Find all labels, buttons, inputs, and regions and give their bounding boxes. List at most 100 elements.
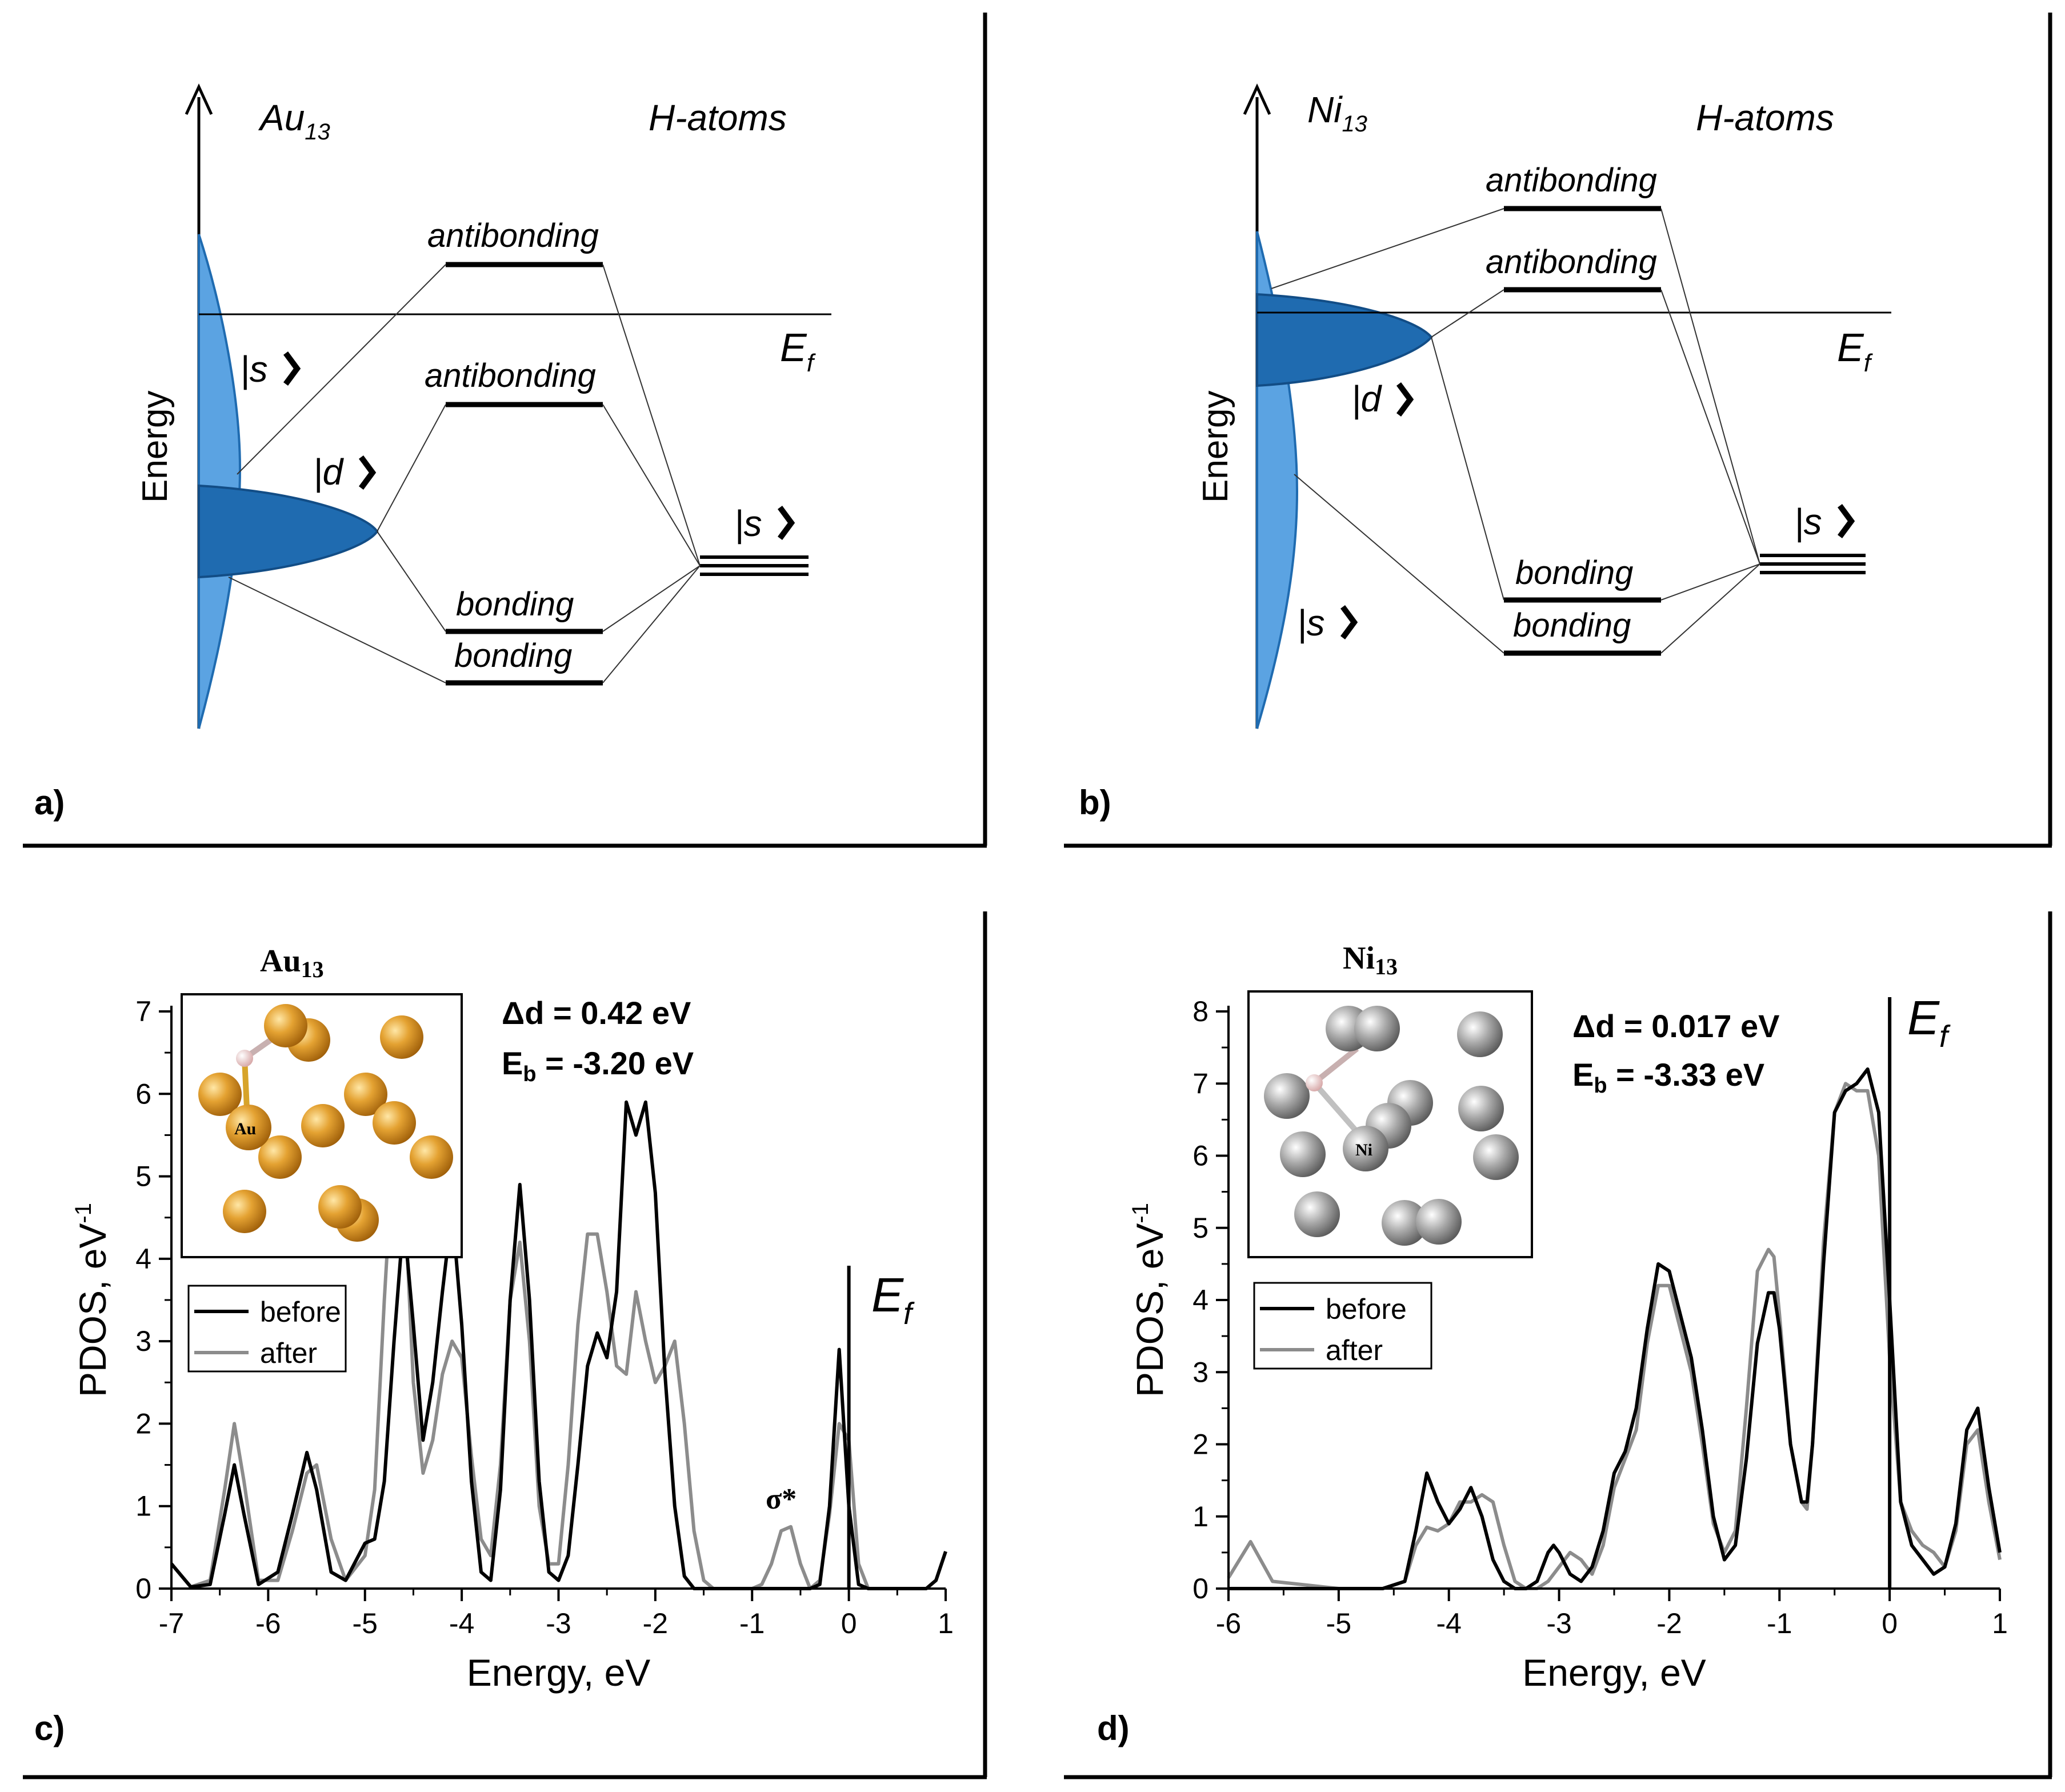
legend-label-after: after (260, 1337, 317, 1369)
panel-a-level-label-2: antibonding (425, 357, 596, 394)
y-tick-label: 0 (1192, 1573, 1208, 1605)
panel-a-s-band (198, 234, 242, 729)
x-tick-label: -2 (643, 1607, 668, 1639)
legend-box (1253, 1282, 1432, 1370)
panel-a-energy-label: Energy (135, 391, 175, 503)
panel-c-atom-label: Au (234, 1119, 256, 1138)
y-tick-label: 7 (1192, 1067, 1208, 1099)
panel-b-level-label-3: bonding (1515, 554, 1633, 591)
y-tick-label: 4 (135, 1243, 151, 1275)
y-tick-label: 5 (135, 1161, 151, 1193)
panel-c-ef-label: Ef (871, 1268, 915, 1331)
y-tick-label: 3 (135, 1325, 151, 1357)
panel-b-correlation-lines (1271, 208, 1760, 654)
panel-a-d-ket: |d (313, 451, 345, 493)
panel-b-h-ket-bracket (1837, 504, 1855, 538)
y-tick-label: 2 (1192, 1429, 1208, 1461)
panel-b-label: b) (1079, 783, 1111, 822)
x-tick-label: -3 (1546, 1607, 1571, 1639)
legend-box (187, 1285, 347, 1373)
y-axis-label: PDOS, eV-1 (1128, 1203, 1171, 1397)
x-axis-label: Energy, eV (467, 1651, 651, 1694)
x-axis-label: Energy, eV (1522, 1651, 1706, 1694)
panel-b-s-ket-bracket (1340, 605, 1358, 639)
y-tick-label: 0 (135, 1573, 151, 1605)
y-axis-label: PDOS, eV-1 (71, 1203, 114, 1397)
panel-a-s-ket: |s (240, 349, 268, 390)
panel-d-label: d) (1097, 1709, 1130, 1747)
panel-d-inset-atoms: Ni (1264, 1006, 1519, 1246)
x-tick-label: -6 (255, 1607, 281, 1639)
y-tick-label: 7 (135, 995, 151, 1027)
y-tick-label: 4 (1192, 1284, 1208, 1316)
panel-a-d-ket-bracket (358, 455, 377, 490)
x-tick-label: -1 (739, 1607, 765, 1639)
panel-d-cluster-label: Ni13 (1343, 941, 1398, 979)
panel-a-label: a) (34, 783, 65, 822)
y-tick-label: 5 (1192, 1212, 1208, 1244)
panel-c-cluster-label: Au13 (260, 943, 324, 982)
panel-b-d-band (1256, 293, 1433, 387)
panel-a-energy-arrow (185, 83, 213, 115)
panel-a-level-label-1: antibonding (427, 217, 599, 254)
panel-d-ef-label: Ef (1907, 991, 1951, 1054)
x-tick-label: -5 (353, 1607, 378, 1639)
x-tick-label: 0 (841, 1607, 857, 1639)
series-line-before (1228, 1067, 2002, 1590)
x-tick-label: 0 (1882, 1607, 1898, 1639)
panel-c-delta-d: Δd = 0.42 eV (502, 995, 691, 1031)
x-tick-label: 1 (1992, 1607, 2008, 1639)
x-tick-label: -4 (449, 1607, 474, 1639)
panel-a-cluster-label: Au13 (258, 97, 330, 145)
legend-label-before: before (260, 1296, 341, 1328)
y-tick-label: 6 (135, 1078, 151, 1110)
panel-b: Ni13 H-atoms Energy Ef antibonding antib… (1064, 13, 2052, 848)
panel-b-h-atoms-label: H-atoms (1696, 97, 1834, 138)
panel-a-ef-label: Ef (780, 325, 817, 377)
y-tick-label: 1 (135, 1490, 151, 1522)
panel-a-level-label-4: bonding (454, 637, 572, 674)
y-tick-label: 3 (1192, 1356, 1208, 1388)
panel-a-correlation-lines (228, 264, 701, 683)
panel-c-inset-atoms: Au (198, 1004, 453, 1242)
panel-b-h-ket: |s (1794, 501, 1822, 543)
y-tick-label: 8 (1192, 995, 1208, 1027)
x-tick-label: -1 (1767, 1607, 1792, 1639)
x-tick-label: -4 (1436, 1607, 1461, 1639)
panel-a-level-label-3: bonding (456, 586, 574, 623)
panel-b-d-ket-bracket (1396, 382, 1414, 417)
legend-label-after: after (1326, 1334, 1383, 1366)
panel-b-d-ket: |d (1351, 378, 1383, 420)
panel-b-level-label-4: bonding (1513, 607, 1631, 644)
panel-b-cluster-label: Ni13 (1307, 89, 1367, 137)
panel-a-h-atoms-label: H-atoms (649, 97, 787, 138)
x-tick-label: -7 (159, 1607, 184, 1639)
legend-label-before: before (1326, 1293, 1407, 1325)
panel-d-eb: Eb = -3.33 eV (1572, 1057, 1764, 1098)
panel-a-h-ket-bracket (777, 506, 795, 540)
series-line-before (170, 1100, 947, 1590)
y-tick-label: 6 (1192, 1140, 1208, 1172)
panel-a-s-ket-bracket (283, 351, 301, 386)
x-tick-label: 1 (938, 1607, 954, 1639)
panel-d-delta-d: Δd = 0.017 eV (1572, 1008, 1779, 1044)
y-tick-label: 1 (1192, 1501, 1208, 1533)
x-tick-label: -3 (546, 1607, 571, 1639)
panel-b-ef-label: Ef (1837, 325, 1874, 377)
panel-d-atom-label: Ni (1355, 1141, 1372, 1159)
panel-a-h-ket: |s (734, 503, 762, 545)
panel-b-energy-arrow (1243, 83, 1271, 115)
x-tick-label: -2 (1656, 1607, 1682, 1639)
panel-a: Au13 H-atoms Energy Ef antibonding antib… (23, 13, 987, 848)
panel-b-energy-label: Energy (1196, 391, 1235, 503)
panel-b-level-label-1: antibonding (1486, 162, 1657, 199)
panel-c-label: c) (34, 1709, 65, 1747)
panel-b-level-label-2: antibonding (1486, 243, 1657, 281)
x-tick-label: -5 (1326, 1607, 1351, 1639)
y-tick-label: 2 (135, 1407, 151, 1439)
